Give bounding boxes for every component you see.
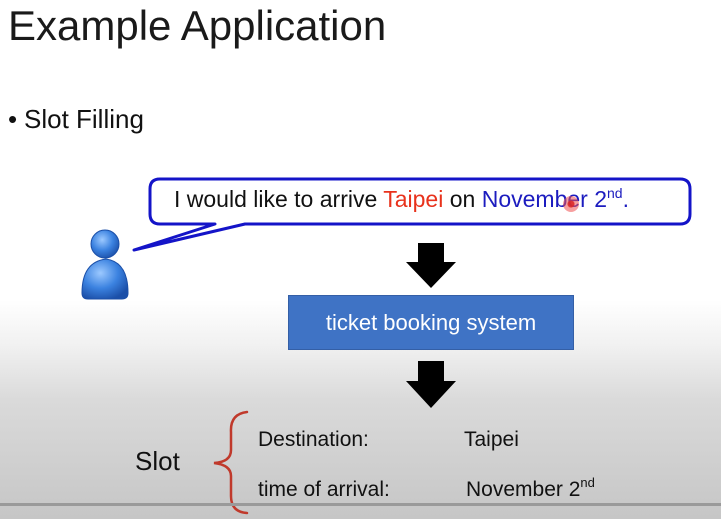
slide-title: Example Application [8,2,387,49]
ticket-booking-system-box: ticket booking system [288,295,574,350]
video-progress-bar[interactable] [0,503,721,506]
arrival-value: November 2nd [466,475,595,502]
slot-brace [213,410,249,515]
bullet-dot: • [8,104,18,134]
utterance-date-suffix: nd [607,185,623,201]
utterance-text: on [443,186,482,212]
bullet-text: Slot Filling [24,104,144,134]
utterance-end: . [622,186,629,212]
slot-label: Slot [135,446,180,476]
destination-value: Taipei [464,428,519,451]
down-arrow-icon [406,361,456,408]
arrival-label: time of arrival: [258,478,390,501]
user-icon [81,229,129,300]
system-label: ticket booking system [325,309,537,335]
bullet-item: •Slot Filling [8,104,144,135]
arrival-value-text: November 2 [466,478,581,501]
pointer-cursor [563,196,579,212]
down-arrow-icon [406,243,456,288]
user-utterance: I would like to arrive Taipei on Novembe… [174,186,629,213]
utterance-text: I would like to arrive [174,186,384,212]
utterance-city: Taipei [383,186,444,212]
arrival-value-suffix: nd [580,475,595,490]
destination-label: Destination: [258,428,369,451]
utterance-date: November 2 [481,186,607,212]
